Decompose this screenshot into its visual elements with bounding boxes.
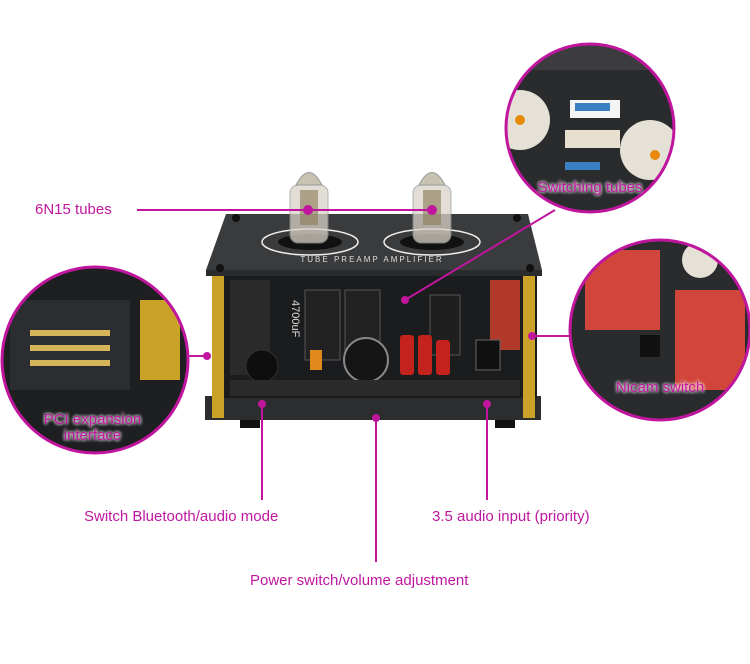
callout-pci-interface: PCI expansion interface [43, 411, 142, 444]
capacitor-label: 4700uF [289, 300, 301, 338]
detail-pci-interface [2, 267, 188, 453]
callout-lines [137, 205, 572, 562]
callout-tubes: 6N15 tubes [35, 201, 112, 218]
callout-nicam-switch: Nicam switch [615, 379, 705, 396]
gold-standoff [523, 268, 535, 418]
panel-label: TUBE PREAMP AMPLIFIER [300, 255, 443, 264]
callout-bluetooth-mode: Switch Bluetooth/audio mode [84, 508, 279, 525]
volume-knob [343, 337, 389, 383]
callout-audio-input: 3.5 audio input (priority) [432, 508, 590, 525]
callout-switching-tubes: Switching tubes [537, 179, 643, 196]
gold-standoff [212, 268, 224, 418]
callout-power-volume: Power switch/volume adjustment [250, 572, 469, 589]
amplifier-device: 4700uF TUBE PREAMP AMPLIFIER [205, 172, 542, 428]
